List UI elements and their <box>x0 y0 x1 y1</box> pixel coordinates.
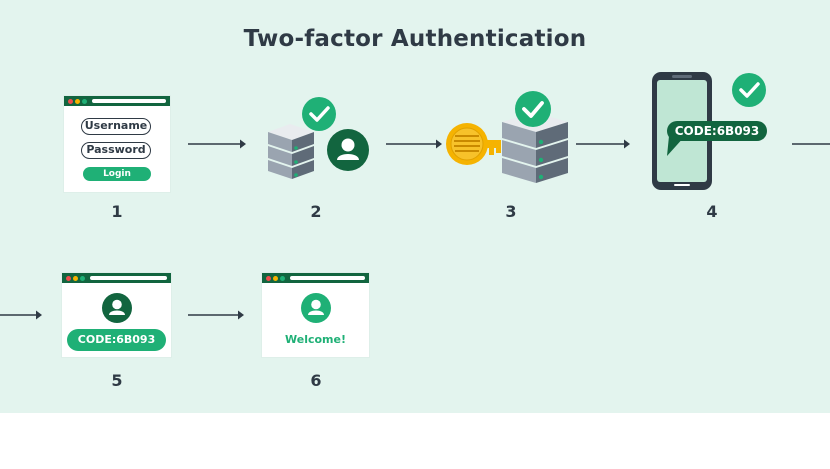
window-url-bar <box>92 99 166 103</box>
step-number-4: 4 <box>706 202 718 221</box>
key-icon <box>446 123 501 165</box>
step-6-welcome-window: Welcome! <box>262 273 369 357</box>
window-dot-green <box>280 276 285 281</box>
step-5-code-window: CODE:6B093 <box>62 273 171 357</box>
arrow-4-continue <box>792 143 830 145</box>
code-entry-field[interactable]: CODE:6B093 <box>67 329 166 351</box>
window-dot-yellow <box>75 99 80 104</box>
window-dot-green <box>82 99 87 104</box>
window-dot-yellow <box>273 276 278 281</box>
step-number-5: 5 <box>111 371 123 390</box>
window-title-bar <box>64 96 170 106</box>
step-number-1: 1 <box>111 202 123 221</box>
checkmark-icon <box>515 91 551 127</box>
code-bubble-tail <box>667 136 685 156</box>
arrow-into-5 <box>0 310 42 320</box>
window-dot-yellow <box>73 276 78 281</box>
password-field[interactable]: Password <box>81 142 151 159</box>
arrow-1-to-2 <box>188 139 246 149</box>
login-button[interactable]: Login <box>83 167 151 181</box>
window-dot-red <box>266 276 271 281</box>
user-avatar-icon <box>301 293 331 323</box>
user-avatar-icon <box>327 129 369 171</box>
window-dot-red <box>66 276 71 281</box>
arrow-5-to-6 <box>188 310 244 320</box>
step-number-2: 2 <box>310 202 322 221</box>
server-icon <box>268 124 314 179</box>
sms-code-bubble: CODE:6B093 <box>667 121 767 141</box>
window-url-bar <box>290 276 365 280</box>
window-url-bar <box>90 276 167 280</box>
window-dot-green <box>80 276 85 281</box>
welcome-message: Welcome! <box>285 333 346 346</box>
window-title-bar <box>62 273 171 283</box>
user-avatar-icon <box>102 293 132 323</box>
window-dot-red <box>68 99 73 104</box>
arrow-2-to-3 <box>386 139 442 149</box>
username-field[interactable]: Username <box>81 118 151 135</box>
step-1-login-window: Username Password Login <box>64 96 170 192</box>
checkmark-icon <box>732 73 766 107</box>
window-title-bar <box>262 273 369 283</box>
step-number-3: 3 <box>505 202 517 221</box>
diagram-title: Two-factor Authentication <box>243 26 587 52</box>
arrow-3-to-4 <box>576 139 630 149</box>
step-number-6: 6 <box>310 371 322 390</box>
checkmark-icon <box>302 97 336 131</box>
